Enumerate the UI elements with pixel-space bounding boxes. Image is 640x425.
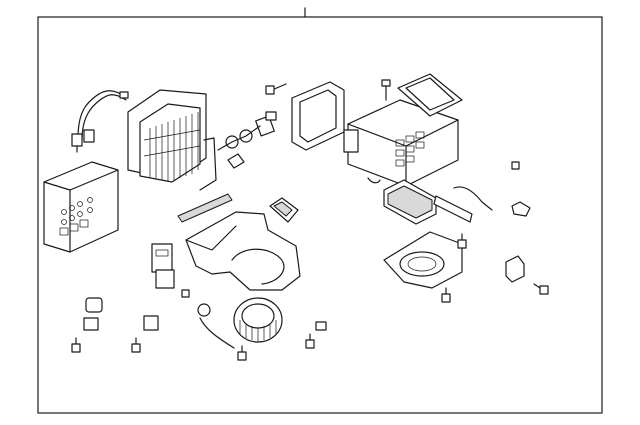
cover-icon	[383, 231, 463, 289]
motor-icon	[233, 297, 283, 343]
seal-icon	[177, 81, 345, 223]
resistor-icon	[83, 243, 235, 349]
valve-icon	[217, 83, 287, 169]
heater-core-icon	[367, 177, 493, 225]
evaporator-icon	[127, 89, 217, 191]
module-icon	[43, 161, 119, 253]
case-icon	[343, 73, 463, 187]
actuator-icon	[505, 201, 531, 283]
screw-icon	[71, 161, 549, 361]
harness-icon	[71, 90, 129, 153]
blower-housing-icon	[185, 197, 301, 291]
diagram-frame	[37, 16, 603, 414]
